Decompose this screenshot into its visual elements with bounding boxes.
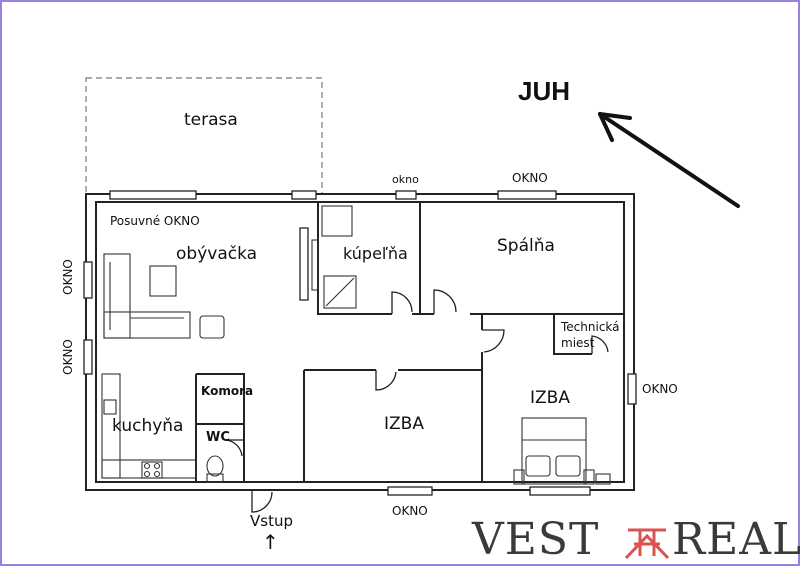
- window-left-upper-label: OKNO: [60, 259, 75, 295]
- windows: [83, 190, 637, 496]
- room-technicka-label-1: Technická: [561, 320, 620, 334]
- room-spalna-label: Spálňa: [497, 236, 555, 256]
- logo-text-right: REAL: [672, 514, 800, 565]
- doors: [225, 289, 609, 513]
- interior-walls: [195, 202, 624, 482]
- room-izba-right-label: IZBA: [530, 388, 570, 408]
- room-komora-label: Komora: [201, 384, 254, 398]
- logo-text-left: VEST: [472, 514, 600, 565]
- compass-label: JUH: [518, 76, 571, 106]
- room-technicka-label-2: miest: [561, 336, 595, 350]
- window-bottom-label: OKNO: [392, 504, 428, 518]
- window-right-label: OKNO: [642, 382, 678, 396]
- room-obyvacka-label: obývačka: [176, 244, 258, 264]
- window-bath-label: okno: [392, 173, 419, 186]
- entrance-arrow-icon: ↑: [262, 530, 279, 554]
- room-izba-center-label: IZBA: [384, 414, 424, 434]
- compass-arrow: [598, 112, 740, 208]
- logo-tower-icon: [624, 528, 670, 560]
- entrance-label: Vstup: [250, 512, 293, 530]
- window-posuvne-label: Posuvné OKNO: [110, 214, 200, 228]
- room-kupelna-label: kúpeľňa: [343, 244, 408, 263]
- window-spalna-label: OKNO: [512, 171, 548, 185]
- window-left-lower-label: OKNO: [60, 339, 75, 375]
- room-terasa-label: terasa: [184, 110, 238, 130]
- furniture: [101, 205, 611, 485]
- room-wc-label: WC: [206, 430, 230, 445]
- room-kuchyna-label: kuchyňa: [112, 416, 184, 436]
